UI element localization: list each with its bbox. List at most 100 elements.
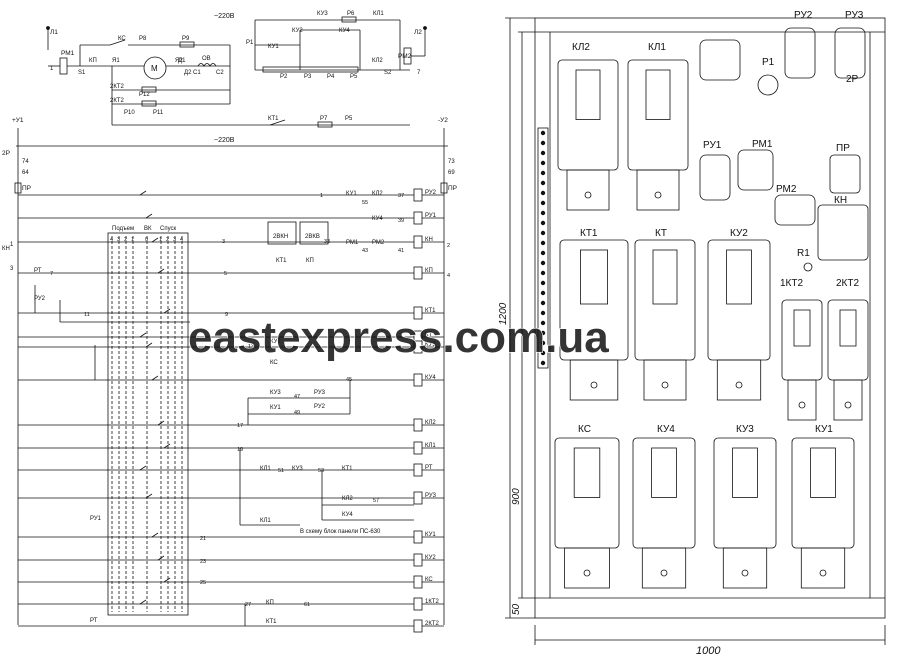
wire-number: 49 — [294, 410, 300, 416]
coil-label: КЛ1 — [425, 443, 436, 449]
wire-number: 27 — [245, 602, 251, 608]
control-contact-label: КУ4 — [372, 216, 383, 222]
left-switch-label: 2Р — [2, 150, 10, 157]
wire-number: 2 — [447, 243, 450, 249]
wire-number: 61 — [304, 602, 310, 608]
top-contact-label: S1 — [78, 70, 86, 76]
wire-number: 4 — [447, 273, 450, 279]
coil-label: 1КТ2 — [425, 599, 439, 605]
top-circuit — [46, 16, 427, 128]
coil-label: РУ3 — [425, 493, 437, 499]
control-contact-label: РМ1 — [346, 240, 359, 246]
panel-device-label: КУ2 — [730, 228, 748, 239]
control-contact-label: КУ4 — [342, 512, 353, 518]
left-side-label: КН — [2, 246, 10, 252]
wire-number: 55 — [362, 200, 368, 206]
left-side-label: РУ1 — [90, 516, 102, 522]
control-contact-label: КУ1 — [346, 191, 357, 197]
top-contact-label: Я2 — [175, 58, 183, 64]
block-2vkn: 2ВКН — [273, 234, 288, 240]
control-contact-label: РУ2 — [314, 404, 326, 410]
top-contact-label: Р6 — [347, 11, 355, 17]
coil-label: РУ1 — [425, 213, 437, 219]
wire-number: 41 — [398, 248, 404, 254]
panel-device-label: КЛ1 — [648, 42, 666, 53]
top-contact-label: 2КТ2 — [110, 84, 124, 90]
top-contact-label: Р3 — [304, 74, 312, 80]
top-contact-label: КП — [89, 58, 97, 64]
wire-number: 9 — [225, 312, 228, 318]
top-contact-label: Д2 — [184, 70, 192, 76]
node-l2: Л2 — [414, 29, 422, 36]
top-contact-label: Р12 — [139, 92, 150, 98]
switch-position: 2 — [166, 237, 169, 243]
wire-number: 51 — [278, 468, 284, 474]
top-voltage-label: ~220В — [214, 13, 235, 20]
panel-device-label: КУ3 — [736, 424, 754, 435]
wire-number: 7 — [50, 271, 53, 277]
top-contact-label: КС — [118, 36, 126, 42]
panel-device-label: КЛ2 — [572, 42, 590, 53]
control-contact-label: РУ3 — [314, 390, 326, 396]
top-contact-label: КУ1 — [268, 44, 279, 50]
panel-device-label: КУ1 — [815, 424, 833, 435]
wire-number: 13 — [248, 344, 254, 350]
wire-number: 57 — [373, 498, 379, 504]
wire-number: 3 — [222, 239, 225, 245]
motor-label: М — [151, 64, 158, 73]
wire-number: 1 — [320, 193, 323, 199]
top-contact-label: КЛ1 — [373, 11, 384, 17]
panel-device-label: РУ3 — [845, 10, 864, 21]
panel-device-label: КН — [834, 195, 847, 206]
coil-label: КУ3 — [425, 342, 436, 348]
coil-label: КТ1 — [425, 308, 436, 314]
right-fuse-label: ПР — [448, 185, 457, 192]
switch-position: 3 — [117, 237, 120, 243]
control-contact-label: КУ3 — [270, 390, 281, 396]
top-contact-label: КЛ2 — [372, 58, 383, 64]
top-contact-label: S2 — [384, 70, 392, 76]
control-contact-label: КП — [266, 600, 274, 606]
control-contact-label: РМ2 — [372, 240, 385, 246]
relay-rm1-label: РМ1 — [61, 50, 75, 57]
switch-position: 3 — [173, 237, 176, 243]
panel-device-label: РМ1 — [752, 139, 773, 150]
control-contact-label: КУ3 — [292, 466, 303, 472]
right-rail-label: -У2 — [438, 117, 448, 124]
wire-number: 5 — [224, 271, 227, 277]
dim-width: 1000 — [696, 645, 721, 657]
dim-height-total: 1200 — [498, 302, 509, 325]
control-contact-label: КУ2 — [270, 339, 281, 345]
control-circuit — [14, 128, 448, 633]
panel-device-label: Р1 — [762, 57, 775, 68]
panel-device-label: РМ2 — [776, 184, 797, 195]
left-rail-label: +У1 — [12, 117, 24, 124]
left-side-label: РУ2 — [34, 296, 46, 302]
panel-layout — [505, 17, 886, 645]
left-fuse-label: ПР — [22, 185, 31, 192]
control-contact-label: КС — [270, 360, 278, 366]
top-contact-label: С1 — [193, 70, 201, 76]
top-contact-label: Р9 — [182, 36, 190, 42]
dim-height-inner: 900 — [511, 488, 522, 505]
top-contact-label: Р1 — [246, 40, 254, 46]
top-contact-label: Р7 — [320, 116, 328, 122]
top-contact-label: 2КТ2 — [110, 98, 124, 104]
wire-number: 23 — [200, 559, 206, 565]
coil-label: КУ4 — [425, 375, 436, 381]
wire-number: 39 — [398, 218, 404, 224]
top-contact-label: Р8 — [139, 36, 147, 42]
wire-number: 17 — [237, 423, 243, 429]
control-contact-label: КТ1 — [266, 619, 277, 625]
coil-label: КС — [425, 577, 433, 583]
right-node-2: 69 — [448, 170, 455, 176]
relay-rm1 — [59, 57, 68, 75]
panel-device-label: КС — [578, 424, 591, 435]
switch-position: 0 — [145, 237, 148, 243]
switch-header-down: Спуск — [160, 226, 177, 232]
top-contact-label: Р2 — [280, 74, 288, 80]
wire-number: 37 — [398, 193, 404, 199]
left-side-label: 1 — [10, 242, 14, 248]
top-contact-label: Р10 — [124, 110, 135, 116]
